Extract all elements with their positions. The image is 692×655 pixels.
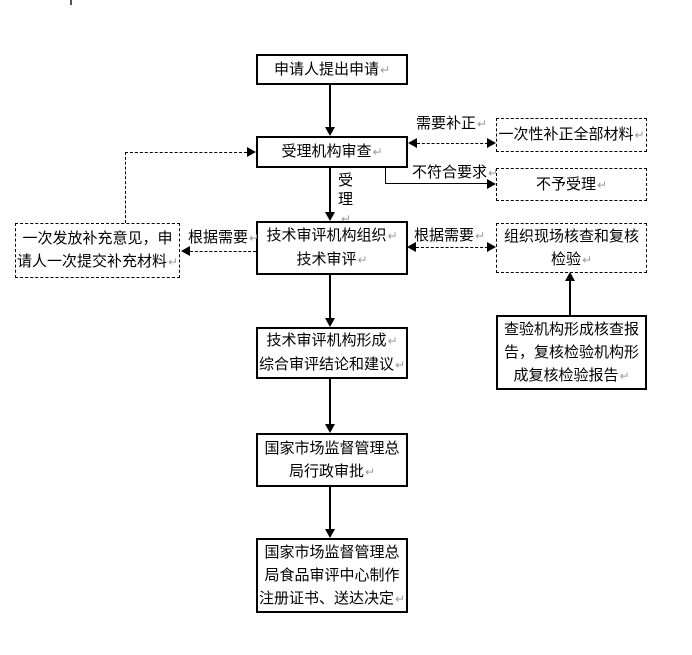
line-break-mark: ↵ [581,252,593,267]
label-not-meet-requirements: 不符合要求↵ [412,163,499,181]
node-issue-certificate-line1: 国家市场监督管理总 [264,542,400,561]
node-tech-review: 技术审评机构组织↵ 技术审评↵ [256,221,408,275]
node-verification-report: 查验机构形成核查报 告，复核检验机构形 成复核检验报告↵ [496,315,647,390]
node-apply: 申请人提出申请↵ [256,54,408,85]
node-review-conclusion: 技术审评机构形成↵ 综合审评结论和建议↵ [256,327,408,379]
node-verification-report-line2: 告，复核检验机构形 [503,342,639,361]
node-supplement-opinion-line2: 请人一次提交补充材料↵ [16,252,179,270]
node-tech-review-line2: 技术审评↵ [296,250,368,268]
arrow-report-to-onsite [569,281,571,315]
line-break-mark: ↵ [167,255,179,269]
connector-supplementopinion-review-v [125,152,126,223]
connector-techreview-onsite [416,247,488,248]
arrow-apply-to-review [329,85,331,128]
label-need-correction: 需要补正↵ [416,114,488,132]
label-as-needed-left: 根据需要↵ [188,228,260,246]
arrowhead-right-icon [247,147,256,157]
line-break-mark: ↵ [488,166,499,180]
arrow-techreview-to-conclusion [329,275,331,318]
node-one-time-supplement: 一次性补正全部材料↵ [496,118,647,152]
node-supplement-opinion: 一次发放补充意见，申 请人一次提交补充材料↵ [15,223,180,278]
node-not-accepted: 不予受理↵ [496,168,647,201]
line-break-mark: ↵ [372,145,383,159]
node-tech-review-line1: 技术审评机构组织↵ [266,226,398,244]
node-supplement-opinion-line1: 一次发放补充意见，申 [22,229,173,247]
line-break-mark: ↵ [619,368,630,383]
arrowhead-down-icon [325,424,335,433]
arrowhead-down-icon [325,127,335,136]
line-break-mark: ↵ [340,212,352,226]
arrowhead-left-icon [407,242,416,252]
line-break-mark: ↵ [477,117,488,131]
arrowhead-down-icon [325,529,335,538]
line-break-mark: ↵ [364,464,376,479]
line-break-mark: ↵ [387,229,398,243]
label-as-needed-right: 根据需要↵ [414,226,486,244]
node-issue-certificate: 国家市场监督管理总 局食品审评中心制作 注册证书、送达决定↵ [256,538,408,613]
line-break-mark: ↵ [394,358,406,372]
line-break-mark: ↵ [249,231,260,245]
node-issue-certificate-line3: 注册证书、送达决定↵ [258,588,406,607]
connector-review-supplement [417,143,488,144]
connector-review-notaccepted-v [385,168,386,184]
node-admin-approval-line2: 局行政审批↵ [288,461,376,480]
line-break-mark: ↵ [394,591,406,606]
line-break-mark: ↵ [387,334,398,348]
arrowhead-down-icon [325,318,335,327]
node-not-accepted-text: 不予受理↵ [535,174,608,193]
node-verification-report-line3: 成复核检验报告↵ [513,365,630,384]
label-accepted: 受理↵ [337,171,353,226]
node-admin-approval-line1: 国家市场监督管理总 [264,438,400,457]
node-one-time-supplement-text: 一次性补正全部材料↵ [498,125,645,143]
node-verification-report-line1: 查验机构形成核查报 [503,319,639,338]
arrow-approval-to-certificate [329,487,331,529]
arrowhead-down-icon [325,212,335,221]
node-issue-certificate-line2: 局食品审评中心制作 [264,565,400,584]
arrowhead-right-icon [487,179,496,189]
node-admin-approval: 国家市场监督管理总 局行政审批↵ [256,433,408,487]
arrowhead-right-icon [487,242,496,252]
node-apply-text: 申请人提出申请↵ [273,59,391,78]
arrowhead-left-icon [181,246,190,256]
node-onsite-verification-line1: 组织现场核查和复核 [503,226,639,245]
line-break-mark: ↵ [634,128,645,142]
line-break-mark: ↵ [379,62,391,77]
node-acceptance-review-text: 受理机构审查↵ [281,142,383,160]
connector-techreview-supplementopinion [190,251,256,252]
node-acceptance-review: 受理机构审查↵ [256,136,408,168]
line-break-mark: ↵ [596,177,608,192]
arrowhead-left-icon [408,138,417,148]
arrow-review-to-techreview [329,168,331,212]
arrowhead-right-icon [487,138,496,148]
connector-supplementopinion-review-h [125,152,247,153]
line-break-mark: ↵ [357,253,368,267]
node-onsite-verification: 组织现场核查和复核 检验↵ [496,223,647,273]
node-review-conclusion-line2: 综合审评结论和建议↵ [258,355,406,373]
node-review-conclusion-line1: 技术审评机构形成↵ [266,331,398,349]
stray-mark [70,0,72,5]
arrow-conclusion-to-approval [329,379,331,424]
connector-review-notaccepted-h [385,183,488,184]
arrowhead-up-icon [565,272,575,281]
line-break-mark: ↵ [475,229,486,243]
node-onsite-verification-line2: 检验↵ [550,249,593,268]
